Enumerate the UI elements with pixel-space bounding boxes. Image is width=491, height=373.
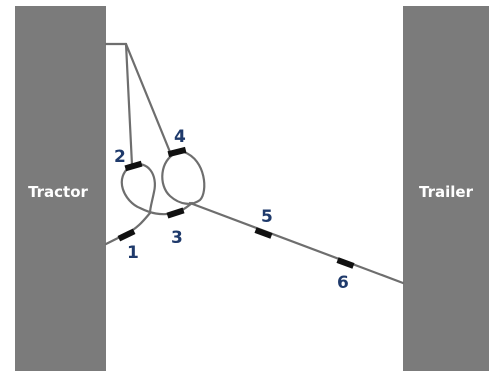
tractor-block bbox=[15, 6, 106, 371]
trailer-cable-line bbox=[188, 201, 405, 285]
loop-left-top-line bbox=[130, 162, 156, 215]
cable-lines bbox=[104, 42, 405, 285]
marker-3 bbox=[166, 207, 185, 219]
marker-label-6: 6 bbox=[337, 273, 349, 293]
loop-right-line bbox=[161, 150, 206, 205]
marker-labels: 1 2 3 4 5 6 bbox=[114, 127, 349, 293]
marker-label-2: 2 bbox=[114, 147, 126, 167]
tractor-lower-line bbox=[104, 211, 152, 246]
marker-label-3: 3 bbox=[171, 228, 183, 248]
trailer-block bbox=[403, 6, 489, 371]
marker-2 bbox=[124, 160, 143, 172]
marker-1 bbox=[117, 228, 136, 242]
marker-label-4: 4 bbox=[174, 127, 186, 147]
cable-markers bbox=[117, 146, 355, 269]
trailer-label: Trailer bbox=[419, 183, 474, 201]
marker-6 bbox=[336, 257, 355, 269]
marker-label-5: 5 bbox=[261, 207, 273, 227]
right-leg-line bbox=[124, 42, 172, 154]
left-leg-line bbox=[124, 42, 134, 167]
marker-label-1: 1 bbox=[127, 243, 139, 263]
marker-4 bbox=[167, 146, 187, 158]
loop-left-line bbox=[120, 163, 178, 216]
tractor-label: Tractor bbox=[28, 183, 88, 201]
marker-5 bbox=[254, 227, 273, 239]
